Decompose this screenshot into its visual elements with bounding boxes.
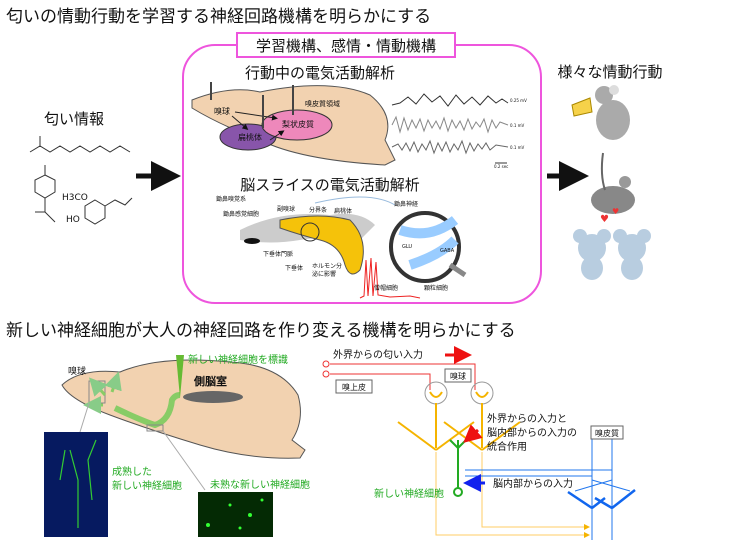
label-glu: GLU — [402, 244, 412, 250]
label-bulb: 嗅球 — [68, 365, 86, 377]
time-scale: 0.2 sec — [494, 164, 508, 169]
label-ventricle: 側脳室 — [193, 374, 227, 388]
label-external-input: 外界からの匂い入力 — [333, 348, 423, 361]
label-mature-2: 新しい神経細胞 — [112, 479, 182, 492]
label-hormone-1: ホルモン分 — [312, 262, 342, 270]
svg-text:♥: ♥ — [600, 214, 609, 225]
label-portal-vein: 下垂体門脈 — [263, 250, 293, 258]
label-bulb-circuit: 嗅球 — [450, 371, 466, 381]
label-vomeronasal-system: 鋤鼻嗅覚系 — [216, 195, 246, 203]
label-marker: 新しい神経細胞を標識 — [188, 353, 288, 366]
label-olfactory-bulb: 嗅球 — [214, 106, 230, 116]
trace-scale-3: 0.1 mV — [510, 145, 525, 150]
odor-molecules — [29, 136, 133, 225]
label-integration-1: 外界からの入力と — [487, 412, 567, 425]
label-vomeronasal-nerve: 鋤鼻神経 — [394, 200, 418, 208]
label-cortex: 嗅皮質 — [595, 428, 619, 438]
bottom-title: 新しい神経細胞が大人の神経回路を作り変える機構を明らかにする — [6, 321, 516, 341]
bulb-box — [444, 368, 472, 383]
label-internal-input: 脳内部からの入力 — [493, 477, 573, 490]
slice-diagram — [240, 196, 467, 299]
trace-scale-2: 0.1 mV — [510, 123, 525, 128]
label-piriform: 梨状皮質 — [282, 119, 314, 129]
mechanism-label-box — [236, 32, 456, 58]
mechanism-label: 学習機構、感情・情動機構 — [256, 37, 436, 55]
label-mitral-cell: 僧帽細胞 — [374, 284, 398, 292]
micrograph-dendrites — [59, 439, 97, 528]
lfp-traces — [391, 93, 509, 164]
label-amygdala: 扁桃体 — [238, 132, 262, 142]
label-integration-2: 脳内部からの入力の — [487, 426, 577, 439]
label-pituitary: 下垂体 — [285, 264, 303, 272]
label-epithelium: 嗅上皮 — [342, 382, 366, 392]
label-immature: 未熟な新しい神経細胞 — [210, 478, 310, 491]
mouse-with-cheese-icon — [571, 85, 630, 140]
label-olfactory-cortex: 嗅皮質領域 — [305, 99, 340, 108]
label-gaba: GABA — [440, 248, 455, 254]
mouse-frightened-icon — [591, 152, 635, 214]
label-vomeronasal-cell: 鋤鼻感覚細胞 — [223, 210, 259, 218]
cortex-box — [590, 425, 624, 440]
circuit-diagram — [322, 346, 636, 540]
trace-scale-1: 0.25 mV — [510, 98, 527, 103]
methoxy-label: H3CO — [62, 193, 88, 203]
label-new-neuron: 新しい神経細胞 — [374, 487, 444, 500]
emotional-behaviors-label: 様々な情動行動 — [557, 63, 662, 81]
label-stria-terminalis: 分界条 — [309, 206, 327, 214]
odor-info-label: 匂い情報 — [44, 110, 104, 128]
label-amygdala-2: 扁桃体 — [334, 207, 352, 215]
label-hormone-2: 泌に影響 — [312, 270, 336, 278]
neurogenesis-brain — [61, 355, 306, 491]
epithelium-box — [335, 379, 373, 394]
recording-brain — [191, 82, 396, 166]
svg-text:♥: ♥ — [612, 207, 619, 216]
behavior-recording-title: 行動中の電気活動解析 — [245, 64, 395, 82]
label-granule-cell: 顆粒細胞 — [424, 284, 448, 292]
label-accessory-bulb: 副嗅球 — [277, 205, 295, 213]
top-title: 匂いの情動行動を学習する神経回路機構を明らかにする — [6, 7, 431, 27]
immature-neuron-micrograph — [198, 492, 273, 537]
micrograph-cells — [206, 498, 264, 530]
slice-recording-title: 脳スライスの電気活動解析 — [240, 176, 420, 194]
label-mature-1: 成熟した — [112, 465, 152, 478]
mice-couple-icon: ♥♥ — [573, 207, 651, 280]
mature-neuron-micrograph — [44, 432, 108, 537]
hydroxy-label: HO — [66, 215, 80, 225]
label-integration-3: 統合作用 — [487, 440, 527, 453]
